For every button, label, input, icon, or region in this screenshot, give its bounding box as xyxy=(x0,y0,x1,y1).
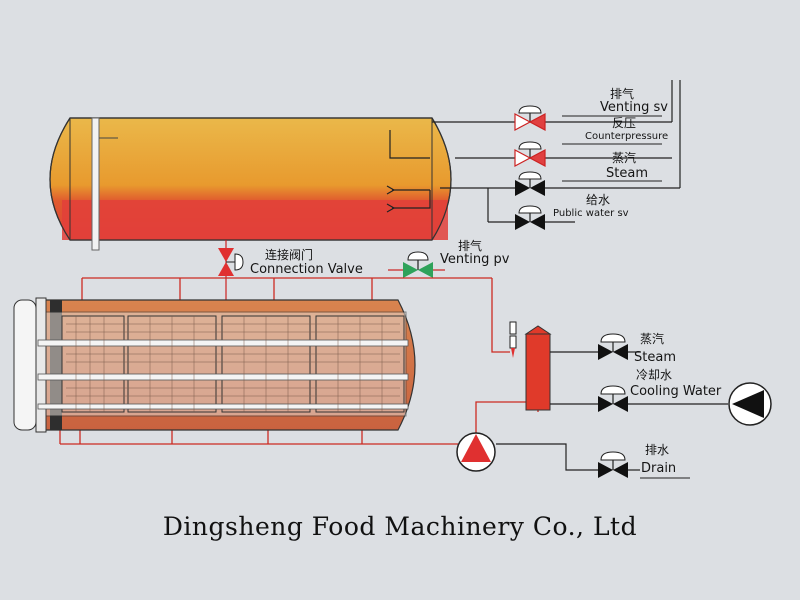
steam-right-valve[interactable] xyxy=(598,333,628,360)
steam-top-zh: 蒸汽 xyxy=(612,150,636,165)
drain-en: Drain xyxy=(641,461,676,476)
connection-en: Connection Valve xyxy=(250,262,363,277)
drain-label: 排水 Drain xyxy=(640,443,690,479)
retort-vessel xyxy=(13,297,416,433)
public-water-sv-valve[interactable] xyxy=(515,205,545,230)
heat-exchanger xyxy=(524,325,552,411)
vessel-door[interactable] xyxy=(13,299,37,431)
counterpressure-valve[interactable] xyxy=(514,141,546,167)
counterpressure-label: 反压 Counterpressure xyxy=(562,116,668,145)
venting-pv-zh: 排气 xyxy=(458,238,482,253)
steam-right-en: Steam xyxy=(634,350,676,365)
connection-zh: 连接阀门 xyxy=(265,247,313,262)
cooling-water-pump[interactable] xyxy=(728,382,772,426)
cooling-water-zh: 冷却水 xyxy=(636,368,672,382)
tank-level-gauge xyxy=(91,117,100,251)
tray-grid xyxy=(66,316,400,412)
top-valve-piping xyxy=(432,80,681,223)
company-footer: Dingsheng Food Machinery Co., Ltd xyxy=(162,512,638,541)
venting-pv-en: Venting pv xyxy=(440,252,510,267)
venting-sv-valve[interactable] xyxy=(514,105,546,131)
tank-internal-piping xyxy=(386,130,431,213)
steam-top-label: 蒸汽 Steam xyxy=(562,150,662,182)
temperature-sensor xyxy=(509,321,517,358)
cooling-water-valve[interactable] xyxy=(598,385,628,412)
venting-pv-valve[interactable] xyxy=(388,251,445,278)
cooling-water-label: 冷却水 Cooling Water xyxy=(630,368,722,399)
steam-top-valve[interactable] xyxy=(515,171,545,196)
steam-top-en: Steam xyxy=(606,166,648,181)
steam-right-label: 蒸汽 Steam xyxy=(634,331,676,365)
venting-sv-en: Venting sv xyxy=(600,100,668,115)
steam-right-zh: 蒸汽 xyxy=(640,331,664,346)
public-water-en: Public water sv xyxy=(553,208,629,219)
tray-rails xyxy=(37,339,409,410)
drain-valve[interactable] xyxy=(598,451,628,478)
right-piping xyxy=(496,351,728,471)
upper-hot-water-tank xyxy=(49,117,452,251)
counterpressure-zh: 反压 xyxy=(612,116,636,130)
public-water-zh: 给水 xyxy=(586,193,610,207)
counterpressure-en: Counterpressure xyxy=(585,131,668,142)
public-water-label: 给水 Public water sv xyxy=(553,193,629,219)
red-piping xyxy=(59,277,539,445)
venting-sv-zh: 排气 xyxy=(610,86,634,101)
venting-sv-label: 排气 Venting sv xyxy=(562,86,668,117)
cooling-water-en: Cooling Water xyxy=(630,384,722,399)
drain-zh: 排水 xyxy=(645,443,669,457)
circulation-pump[interactable] xyxy=(456,432,496,472)
connection-valve-label: 连接阀门 Connection Valve xyxy=(250,247,363,277)
connection-valve[interactable] xyxy=(218,240,244,300)
venting-pv-label: 排气 Venting pv xyxy=(440,238,510,267)
